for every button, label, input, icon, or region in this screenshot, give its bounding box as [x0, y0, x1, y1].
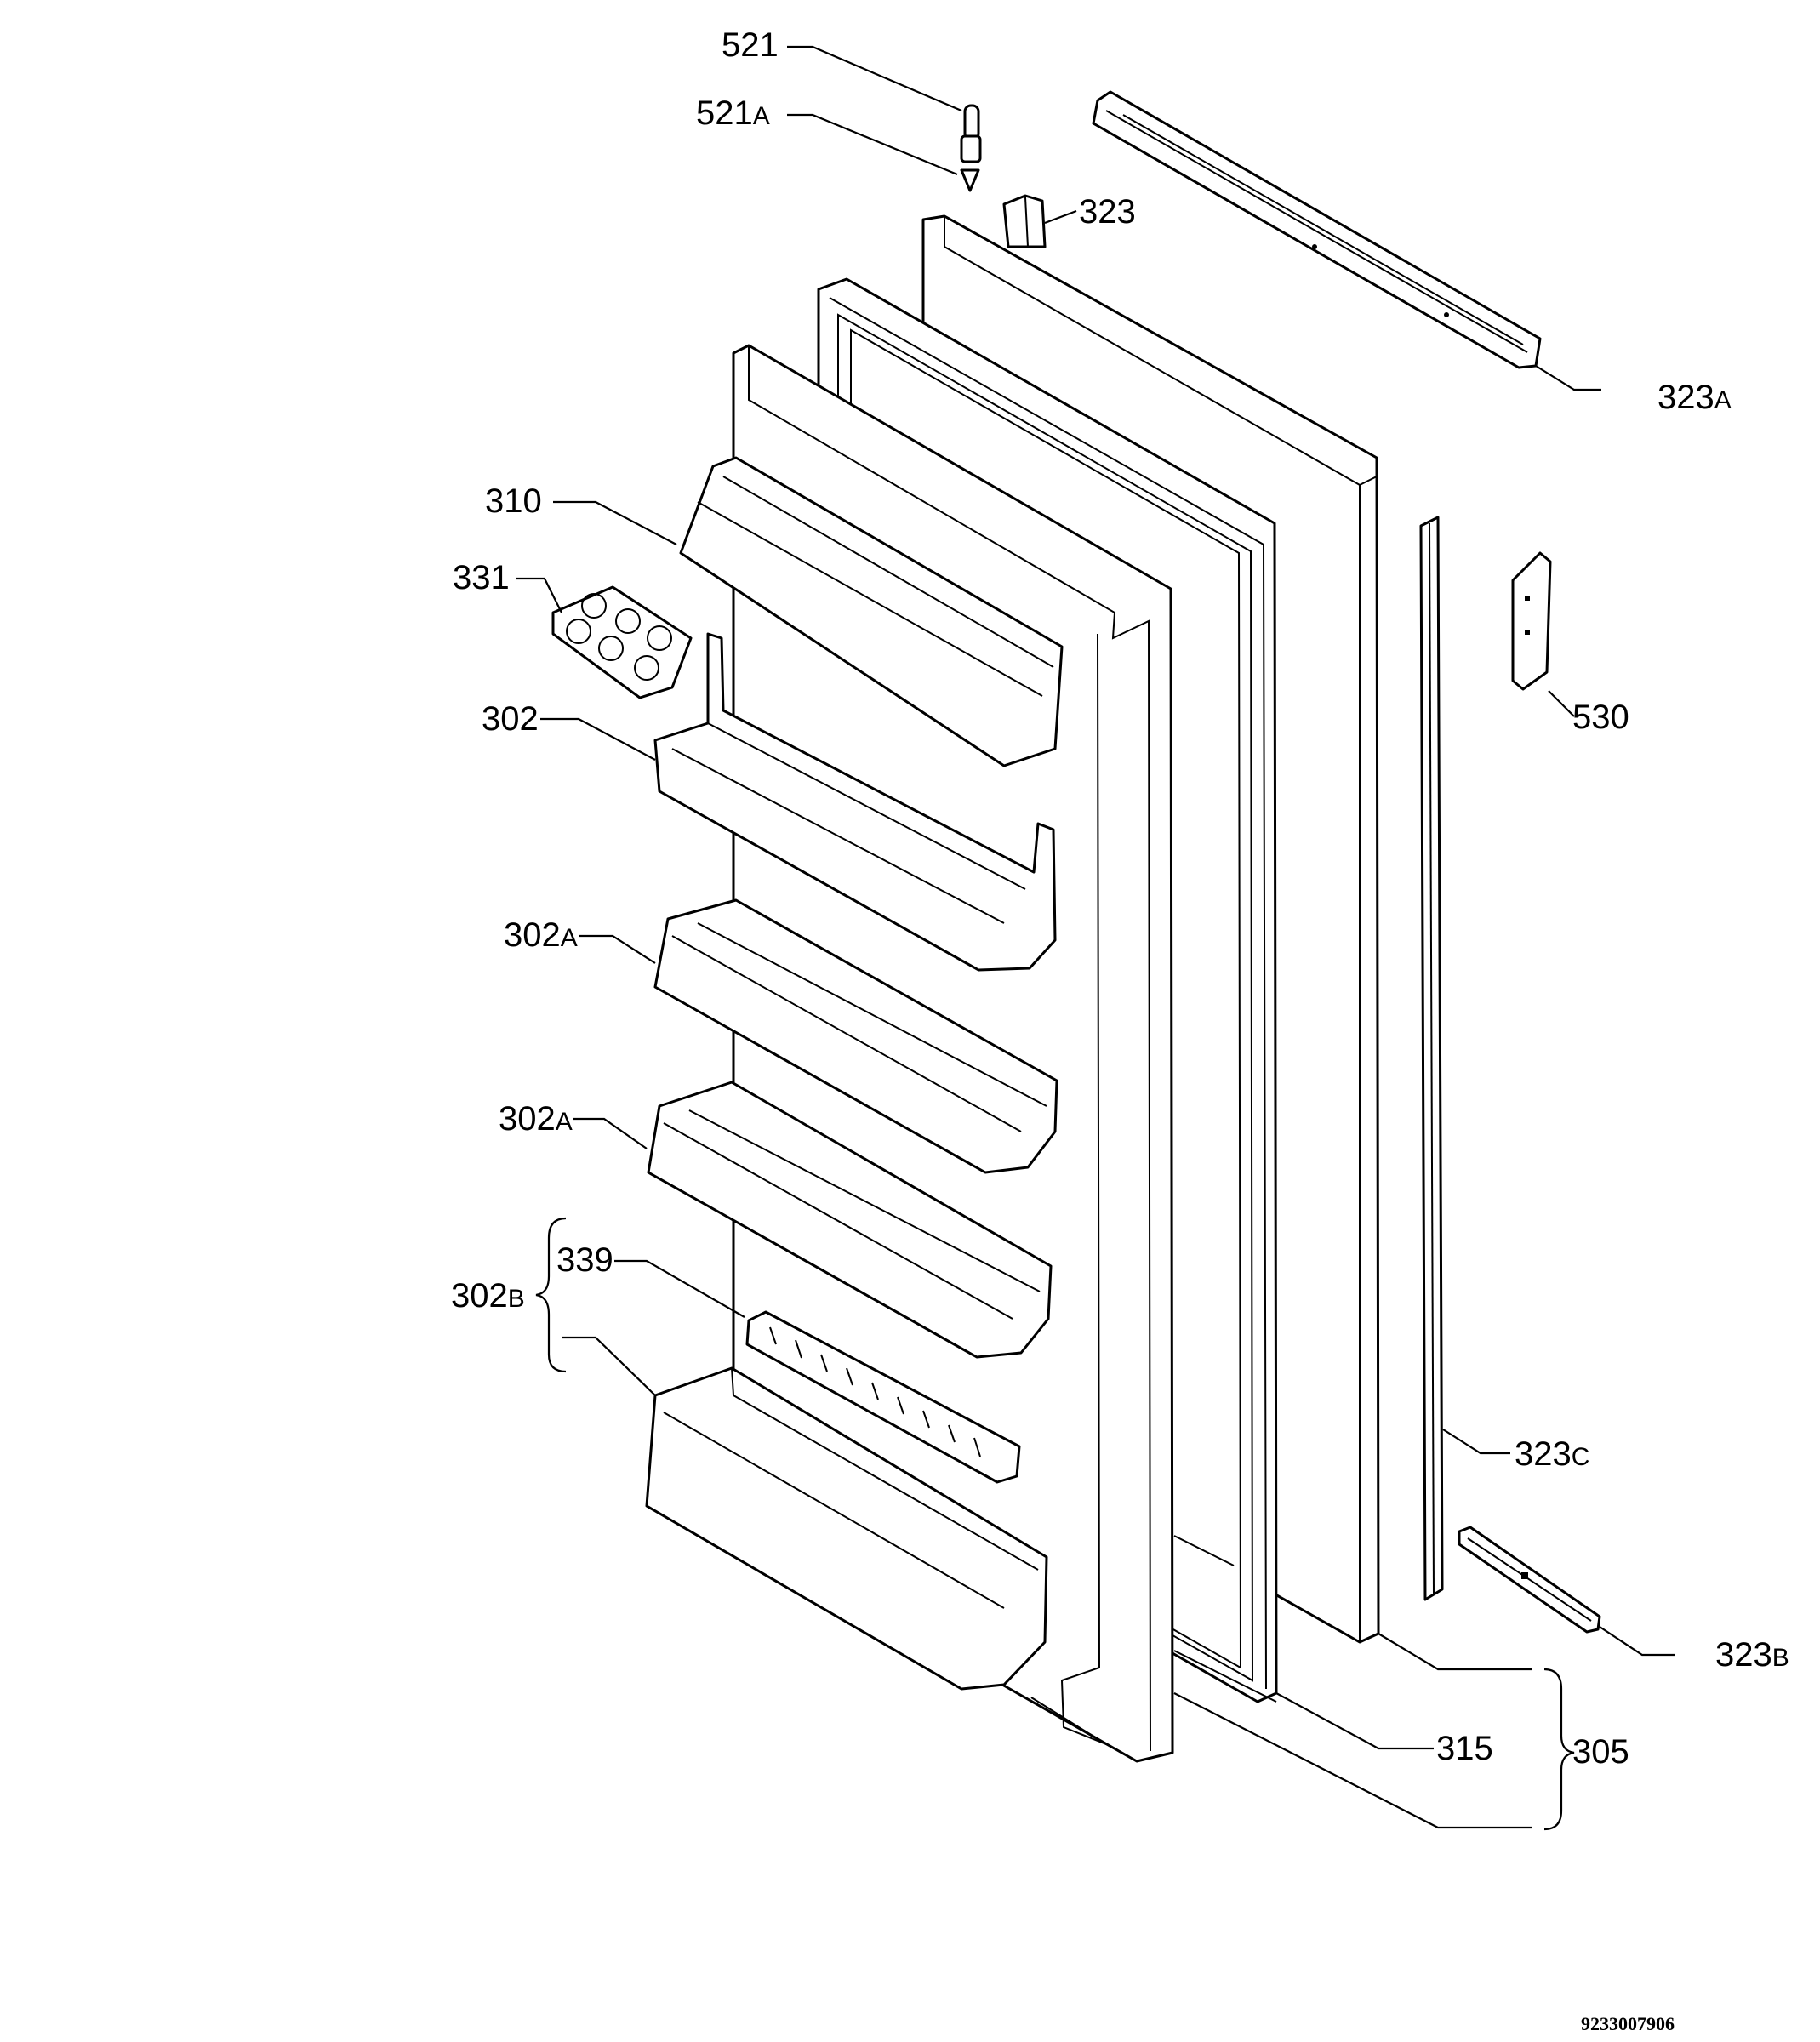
label-323c: 323C [1515, 1435, 1589, 1473]
label-530: 530 [1572, 699, 1629, 736]
brace-305 [1543, 1668, 1575, 1831]
label-521a: 521A [696, 94, 770, 132]
bottle-retainer-339 [745, 1310, 1021, 1484]
label-323b: 323B [1715, 1636, 1789, 1674]
document-number: 9233007906 [1581, 2013, 1675, 2034]
label-339: 339 [556, 1241, 613, 1279]
egg-tray-331 [551, 585, 693, 699]
label-315: 315 [1436, 1730, 1493, 1767]
door-shelf-302a-upper [653, 898, 1058, 1174]
label-323: 323 [1079, 193, 1136, 231]
screw-521a [960, 168, 980, 192]
label-521: 521 [722, 26, 779, 64]
label-302: 302 [482, 700, 539, 738]
hinge-cover-323 [1002, 194, 1047, 248]
label-323a: 323A [1657, 379, 1732, 416]
dairy-cover-310 [679, 456, 1064, 767]
bracket-530 [1511, 551, 1552, 691]
bottle-shelf-302b [645, 1366, 1048, 1691]
door-shelf-302 [653, 632, 1057, 972]
leader-lines [516, 45, 1675, 1829]
label-302a-lower: 302A [499, 1100, 573, 1138]
label-331: 331 [453, 559, 510, 596]
bottom-rail-323b [1458, 1526, 1601, 1634]
top-rail-323a [1092, 90, 1542, 369]
vertical-strip-323c [1419, 516, 1444, 1601]
hinge-pin-521 [960, 104, 982, 163]
label-302b: 302B [451, 1277, 525, 1315]
label-305: 305 [1572, 1733, 1629, 1771]
label-302a-upper: 302A [504, 916, 578, 954]
brace-302b [535, 1217, 567, 1373]
label-310: 310 [485, 482, 542, 520]
door-shelf-302a-lower [647, 1081, 1053, 1359]
